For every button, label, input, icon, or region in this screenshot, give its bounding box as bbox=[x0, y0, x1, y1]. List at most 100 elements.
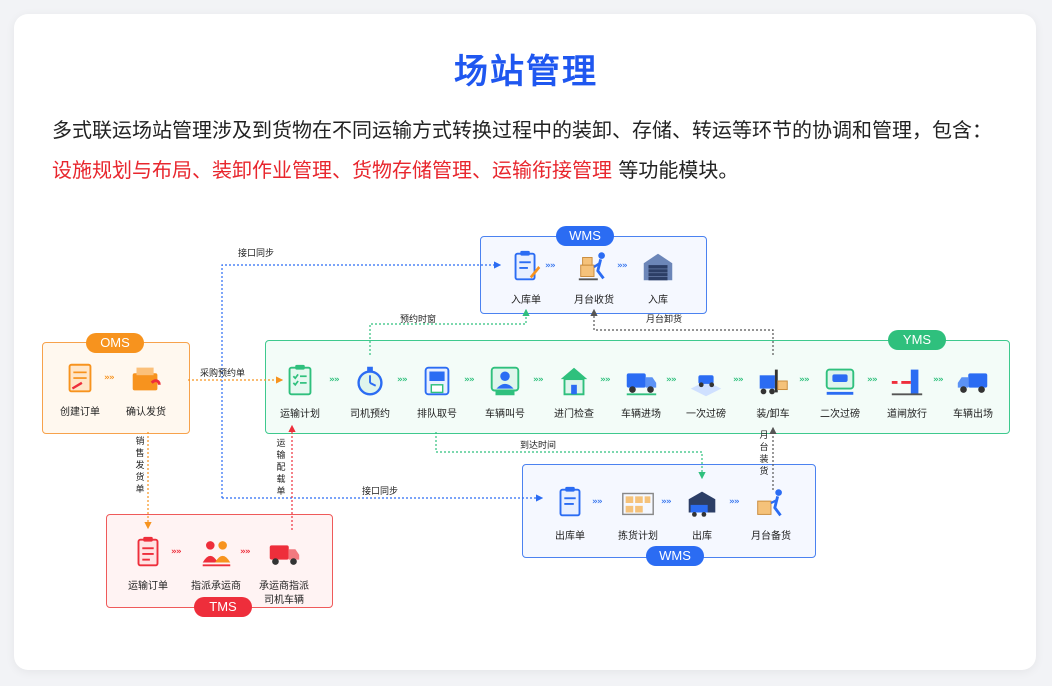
flow-arrow: »» bbox=[171, 547, 182, 557]
barrier-gate-icon bbox=[891, 369, 923, 396]
char: 单 bbox=[135, 485, 145, 495]
flow-arrow: »» bbox=[617, 261, 628, 271]
oms-box bbox=[42, 342, 190, 434]
wms-node-outbound-order: 出库单 bbox=[530, 484, 610, 544]
yms-node-6: 一次过磅 bbox=[666, 362, 746, 422]
flow-arrow: »» bbox=[545, 261, 556, 271]
flow-arrow: »» bbox=[666, 375, 677, 385]
node-label: 二次过磅 bbox=[820, 409, 860, 420]
yms-node-0: 运输计划 bbox=[260, 362, 340, 422]
label-interface-sync-top: 接口同步 bbox=[238, 249, 275, 259]
flow-arrow: »» bbox=[104, 373, 115, 383]
delivery-box-icon bbox=[132, 367, 161, 391]
flow-arrow: »» bbox=[729, 497, 740, 507]
truck-dispatch-icon bbox=[269, 545, 300, 565]
node-label: 车辆出场 bbox=[953, 409, 993, 420]
flow-arrow: »» bbox=[533, 375, 544, 385]
node-label: 车辆进场 bbox=[621, 409, 661, 420]
node-label: 运输订单 bbox=[128, 581, 168, 592]
char: 配 bbox=[276, 463, 286, 473]
gate-house-icon bbox=[560, 367, 588, 396]
yms-node-4: 进门检查 bbox=[534, 362, 614, 422]
char: 输 bbox=[276, 451, 286, 461]
arrival-time-line bbox=[435, 432, 706, 480]
worker-box-icon bbox=[757, 489, 782, 517]
char: 发 bbox=[135, 461, 145, 471]
clipboard-icon bbox=[559, 486, 581, 517]
scale-icon bbox=[690, 375, 722, 397]
wms-node-inbound: 入库 bbox=[618, 248, 698, 308]
yms-tag: YMS bbox=[888, 330, 946, 350]
wms-top-tag: WMS bbox=[556, 226, 614, 246]
node-label: 运输计划 bbox=[280, 409, 320, 420]
appointment-window-line bbox=[369, 308, 530, 355]
page-description: 多式联运场站管理涉及到货物在不同运输方式转换过程中的装卸、存储、转运等环节的协调… bbox=[52, 110, 1002, 190]
wms-node-inbound-order: 入库单 bbox=[486, 248, 566, 308]
flow-arrow: »» bbox=[240, 547, 251, 557]
warehouse-icon bbox=[643, 253, 673, 281]
tms-tag: TMS bbox=[194, 597, 252, 617]
carrier-people-icon bbox=[202, 541, 231, 567]
transport-order-icon bbox=[137, 536, 159, 567]
stopwatch-icon bbox=[357, 366, 383, 396]
driver-call-icon bbox=[490, 366, 520, 396]
node-label: 道闸放行 bbox=[887, 409, 927, 420]
node-label: 创建订单 bbox=[60, 407, 100, 418]
label-arrival-time: 到达时间 bbox=[520, 441, 557, 451]
node-label: 入库单 bbox=[511, 295, 541, 306]
oms-node-create-order: 创建订单 bbox=[40, 360, 120, 420]
node-label: 一次过磅 bbox=[686, 409, 726, 420]
node-label-line1: 承运商指派 bbox=[259, 581, 309, 592]
tms-node-assign-carrier: 指派承运商 bbox=[176, 534, 256, 594]
worker-cart-icon bbox=[578, 252, 605, 281]
flow-arrow: »» bbox=[600, 375, 611, 385]
yms-node-7: 装/卸车 bbox=[733, 362, 813, 422]
clipboard-pen-icon bbox=[514, 250, 541, 281]
char: 装 bbox=[759, 455, 769, 465]
char: 售 bbox=[135, 449, 145, 459]
label-appointment-window: 预约时窗 bbox=[400, 315, 437, 325]
wms-node-outbound: 出库 bbox=[662, 484, 742, 544]
wms-bottom-tag: WMS bbox=[646, 546, 704, 566]
node-label: 入库 bbox=[648, 295, 668, 306]
order-document-icon bbox=[68, 363, 92, 393]
node-label: 出库单 bbox=[555, 531, 585, 542]
flow-arrow: »» bbox=[933, 375, 944, 385]
char: 货 bbox=[135, 473, 145, 483]
description-highlight: 设施规划与布局、装卸作业管理、货物存储管理、运输衔接管理 bbox=[52, 158, 612, 182]
label-interface-sync-bottom: 接口同步 bbox=[362, 487, 399, 497]
warehouse-truck-icon bbox=[688, 491, 716, 517]
flow-arrow: »» bbox=[592, 497, 603, 507]
label-sales-delivery: 销 售 发 货 单 bbox=[135, 436, 145, 496]
node-label: 出库 bbox=[692, 531, 712, 542]
yms-node-2: 排队取号 bbox=[397, 362, 477, 422]
flow-arrow: »» bbox=[867, 375, 878, 385]
node-label: 承运商指派司机车辆 bbox=[244, 580, 324, 608]
node-label: 排队取号 bbox=[417, 409, 457, 420]
node-label: 月台备货 bbox=[751, 531, 791, 542]
picking-shelf-icon bbox=[622, 492, 654, 516]
flow-arrow: »» bbox=[464, 375, 475, 385]
node-label: 装/卸车 bbox=[756, 409, 790, 420]
char: 单 bbox=[276, 487, 286, 497]
truck-enter-icon bbox=[626, 373, 657, 396]
char: 货 bbox=[759, 467, 769, 477]
node-label: 确认发货 bbox=[126, 407, 166, 418]
node-label-line2: 司机车辆 bbox=[264, 595, 304, 606]
flow-arrow: »» bbox=[733, 375, 744, 385]
flow-arrow: »» bbox=[799, 375, 810, 385]
yms-node-5: 车辆进场 bbox=[601, 362, 681, 422]
yms-node-9: 道闸放行 bbox=[867, 362, 947, 422]
node-label: 进门检查 bbox=[554, 409, 594, 420]
node-label: 司机预约 bbox=[350, 409, 390, 420]
flow-arrow: »» bbox=[329, 375, 340, 385]
tms-node-carrier-assign: 承运商指派司机车辆 bbox=[244, 534, 324, 608]
forklift-icon bbox=[759, 369, 788, 395]
char: 载 bbox=[276, 475, 286, 485]
flow-arrow: »» bbox=[661, 497, 672, 507]
node-label: 车辆叫号 bbox=[485, 409, 525, 420]
char: 销 bbox=[135, 437, 145, 447]
wms-node-dock-prepare: 月台备货 bbox=[731, 484, 811, 544]
checklist-icon bbox=[288, 364, 312, 396]
